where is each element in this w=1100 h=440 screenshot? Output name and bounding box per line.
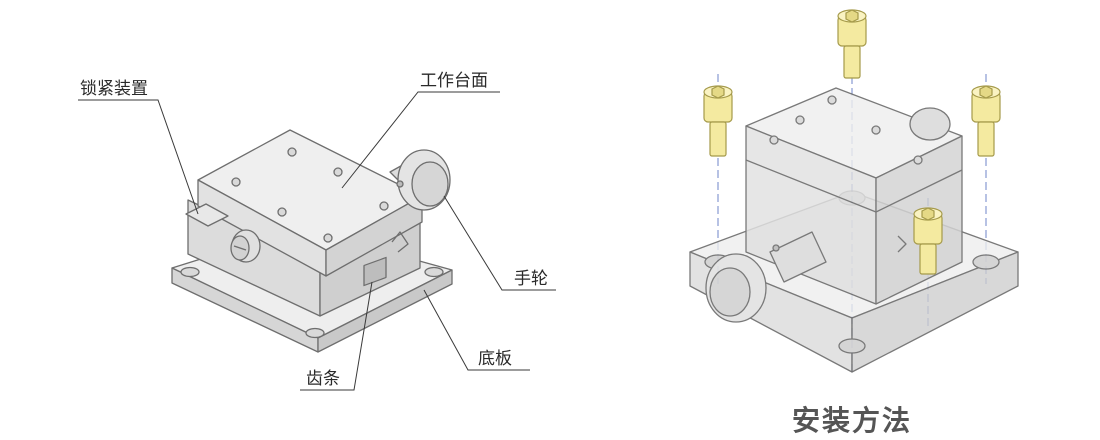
base-hole	[180, 266, 200, 278]
rack-window	[363, 256, 387, 287]
base-hole	[424, 266, 444, 278]
mounting-screws	[703, 9, 1001, 275]
body-split-line	[745, 159, 877, 213]
leader-handwheel	[443, 195, 556, 291]
base-hole	[838, 338, 866, 354]
handwheel-back	[909, 107, 951, 141]
table-hole	[277, 207, 287, 217]
handwheel-face	[411, 161, 449, 207]
leader-work-table	[341, 91, 500, 189]
handwheel-face	[709, 267, 751, 317]
base-plate-front-right	[317, 269, 453, 353]
table-hole	[769, 135, 779, 145]
lock-knob-slot	[233, 245, 247, 251]
caption-installation-method: 安装方法	[792, 404, 912, 437]
table-hole	[231, 177, 241, 187]
base-hole	[972, 254, 1000, 270]
body-split-line	[875, 169, 963, 213]
dovetail-edge	[391, 231, 409, 253]
label-handwheel: 手轮	[514, 269, 548, 289]
table-hole	[379, 201, 389, 211]
table-hole	[913, 155, 923, 165]
left-stage-illustration	[171, 129, 453, 353]
label-lock-device: 锁紧装置	[80, 79, 148, 99]
label-base-plate: 底板	[478, 349, 512, 369]
label-rack: 齿条	[306, 369, 340, 389]
leader-base-plate	[423, 289, 530, 371]
table-hole	[333, 167, 343, 177]
handwheel-shaft	[769, 231, 827, 283]
screw-icon	[703, 85, 733, 157]
leader-rack	[300, 281, 373, 391]
base-plate-front-right	[851, 251, 1019, 373]
screw-icon	[913, 207, 943, 275]
leader-lines	[78, 91, 556, 391]
screw-icon	[971, 85, 1001, 157]
table-hole	[795, 115, 805, 125]
table-hole	[827, 95, 837, 105]
table-hole	[287, 147, 297, 157]
leader-lock-device	[78, 99, 199, 215]
table-hole	[323, 233, 333, 243]
rack-mark	[897, 235, 907, 253]
screw-icon	[837, 9, 867, 79]
handwheel-screw	[772, 244, 780, 252]
label-work-table: 工作台面	[420, 71, 488, 91]
right-stage-illustration	[689, 87, 1019, 373]
base-hole	[305, 327, 325, 339]
handwheel-screw	[396, 180, 404, 188]
table-right-face	[325, 195, 423, 277]
table-hole	[871, 125, 881, 135]
